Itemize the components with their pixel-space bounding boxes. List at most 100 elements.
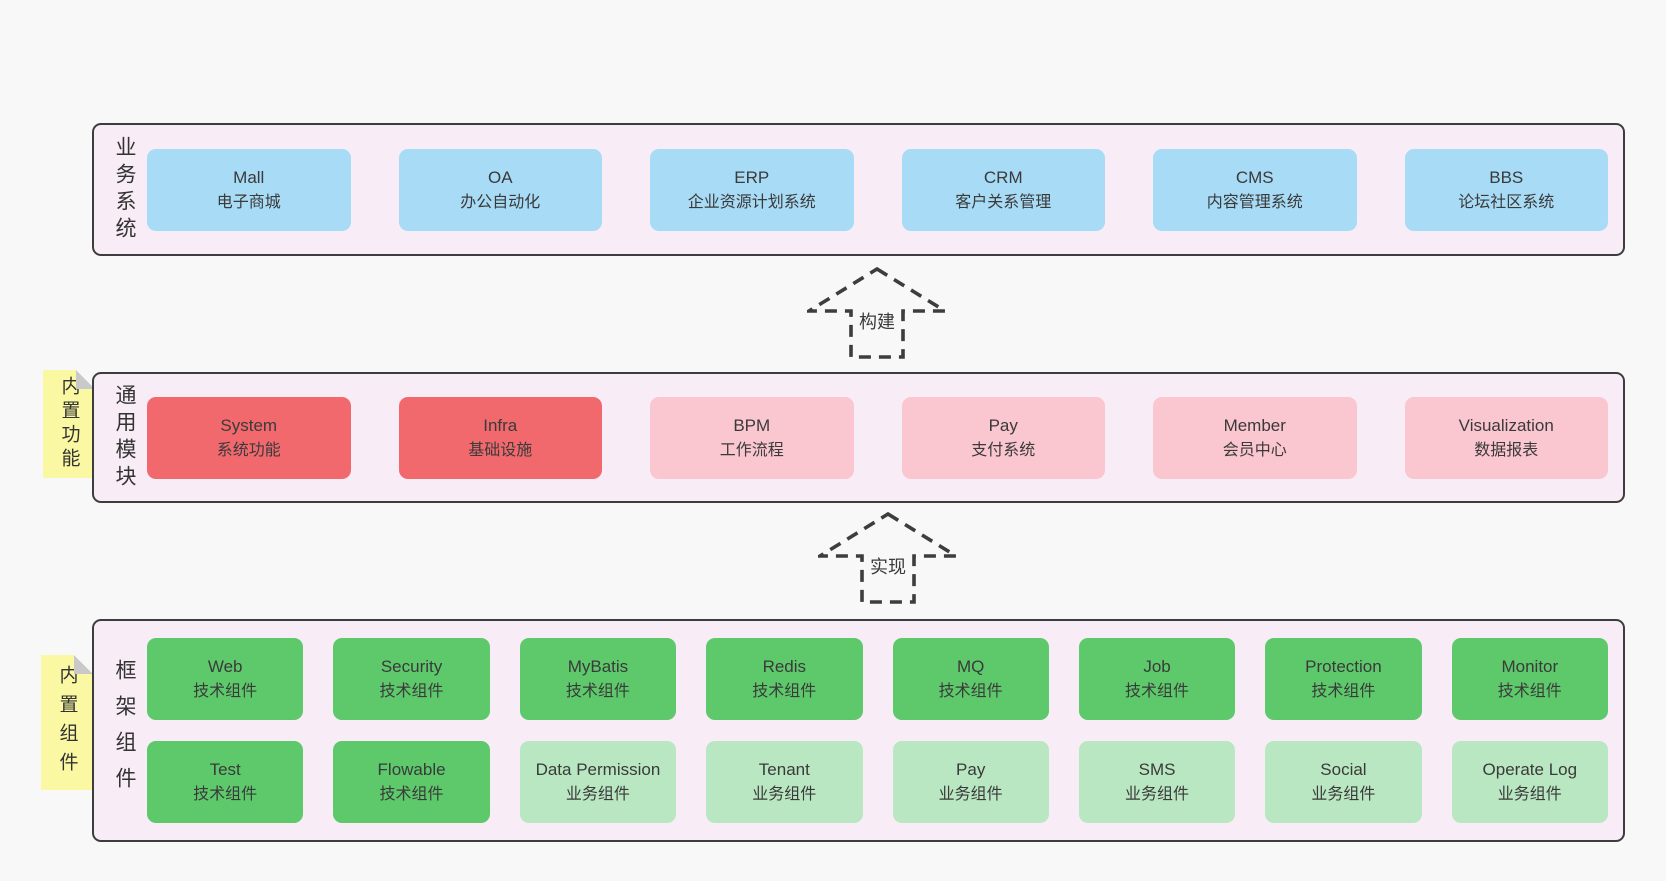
component-box-sms: SMS 业务组件 [1078, 741, 1236, 823]
component-box-data-permission: Data Permission 业务组件 [519, 741, 677, 823]
component-description: 电子商城 [216, 193, 281, 211]
component-name: Monitor [1501, 657, 1559, 676]
note-fold-corner-icon [74, 655, 93, 674]
component-box-erp: ERP 企业资源计划系统 [650, 148, 854, 231]
component-name: BPM [733, 415, 771, 435]
component-description: 业务组件 [752, 786, 817, 803]
component-description: 办公自动化 [460, 193, 541, 211]
build-arrow-label: 构建 [856, 307, 898, 334]
component-name: Redis [762, 657, 807, 676]
component-description: 内容管理系统 [1206, 193, 1303, 211]
sticky-note-built-in-components: 内置组件 [41, 655, 93, 790]
component-name: Mall [233, 167, 265, 187]
layer-framework-components-label: 框架组件 [113, 658, 136, 803]
component-box-redis: Redis 技术组件 [706, 638, 863, 720]
component-name: CRM [983, 167, 1023, 187]
sticky-note-text: 内置组件 [56, 664, 78, 781]
component-description: 企业资源计划系统 [687, 193, 816, 211]
implement-arrow-label: 实现 [867, 552, 909, 579]
sticky-note-built-in-features: 内置功能 [43, 370, 95, 478]
component-box-visualization: Visualization 数据报表 [1404, 396, 1608, 479]
component-description: 技术组件 [565, 683, 630, 700]
component-box-tenant: Tenant 业务组件 [706, 741, 863, 823]
component-name: SMS [1138, 760, 1176, 779]
component-description: 基础设施 [468, 441, 533, 459]
component-name: CMS [1235, 167, 1274, 187]
component-description: 技术组件 [193, 683, 258, 700]
component-box-web: Web 技术组件 [147, 638, 304, 720]
component-box-cms: CMS 内容管理系统 [1153, 148, 1357, 231]
component-name: Social [1320, 760, 1367, 779]
component-box-infra: Infra 基础设施 [398, 396, 602, 479]
component-description: 技术组件 [1497, 683, 1562, 700]
component-description: 技术组件 [1125, 683, 1190, 700]
component-name: Data Permission [535, 760, 661, 779]
build-arrow: 构建 [807, 266, 947, 360]
component-box-bpm: BPM 工作流程 [650, 396, 854, 479]
component-description: 技术组件 [938, 683, 1003, 700]
component-description: 技术组件 [193, 786, 258, 803]
component-name: Pay [988, 415, 1018, 435]
layer-common-modules-label: 通用模块 [113, 383, 136, 492]
component-name: Test [209, 760, 241, 779]
component-name: MQ [956, 657, 985, 676]
component-name: Infra [483, 415, 518, 435]
component-name: MyBatis [567, 657, 629, 676]
implement-arrow: 实现 [818, 511, 958, 605]
component-box-crm: CRM 客户关系管理 [901, 148, 1105, 231]
component-description: 技术组件 [379, 786, 444, 803]
component-description: 技术组件 [752, 683, 817, 700]
component-name: Tenant [758, 760, 810, 779]
component-name: Visualization [1458, 415, 1554, 435]
component-description: 业务组件 [565, 786, 630, 803]
component-name: Security [380, 657, 443, 676]
component-name: ERP [734, 167, 770, 187]
component-description: 客户关系管理 [955, 193, 1052, 211]
component-description: 技术组件 [1311, 683, 1376, 700]
component-name: Operate Log [1482, 760, 1578, 779]
component-description: 工作流程 [719, 441, 784, 459]
component-name: Pay [956, 760, 986, 779]
component-name: Web [207, 657, 243, 676]
component-description: 会员中心 [1222, 441, 1287, 459]
component-name: Flowable [377, 760, 446, 779]
component-description: 支付系统 [971, 441, 1036, 459]
layer-business-systems-label: 业务系统 [113, 135, 136, 244]
component-description: 论坛社区系统 [1458, 193, 1555, 211]
component-box-mybatis: MyBatis 技术组件 [519, 638, 677, 720]
component-description: 业务组件 [1125, 786, 1190, 803]
component-box-job: Job 技术组件 [1078, 638, 1236, 720]
component-box-test: Test 技术组件 [147, 741, 304, 823]
component-box-pay: Pay 支付系统 [901, 396, 1105, 479]
component-box-member: Member 会员中心 [1153, 396, 1357, 479]
component-description: 数据报表 [1474, 441, 1539, 459]
component-box-mall: Mall 电子商城 [147, 148, 351, 231]
component-name: Job [1143, 657, 1171, 676]
component-box-monitor: Monitor 技术组件 [1451, 638, 1608, 720]
component-name: Member [1223, 415, 1286, 435]
sticky-note-text: 内置功能 [58, 376, 80, 472]
dashed-up-arrow-icon [818, 511, 958, 604]
component-name: System [220, 415, 278, 435]
dashed-up-arrow-icon [807, 266, 947, 359]
component-box-flowable: Flowable 技术组件 [333, 741, 490, 823]
component-box-mq: MQ 技术组件 [892, 638, 1049, 720]
